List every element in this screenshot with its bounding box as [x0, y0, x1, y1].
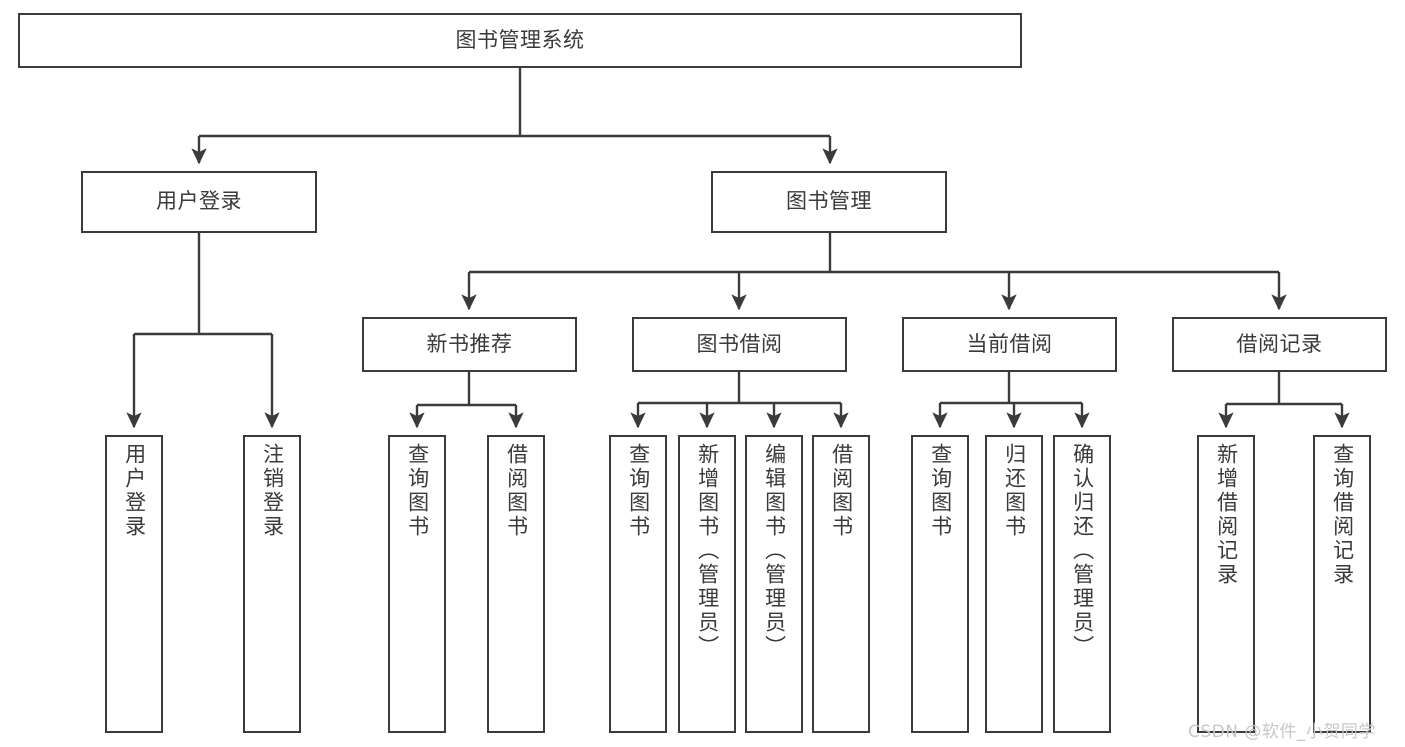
node-root-label: 图书管理系统 — [455, 27, 585, 52]
node-leaf-confirm-return[interactable]: 确认归还（管理员） — [1053, 435, 1111, 733]
node-leaf-edit-book[interactable]: 编辑图书（管理员） — [745, 435, 803, 733]
node-book-borrow[interactable]: 图书借阅 — [632, 317, 847, 372]
node-book-manage[interactable]: 图书管理 — [711, 171, 947, 233]
node-current-borrow[interactable]: 当前借阅 — [902, 317, 1117, 372]
node-leaf-return-book-label: 归还图书 — [1002, 443, 1027, 539]
node-leaf-borrow-book-1[interactable]: 借阅图书 — [487, 435, 545, 733]
node-leaf-borrow-book-2-label: 借阅图书 — [829, 443, 854, 539]
node-leaf-query-book-2-label: 查询图书 — [626, 443, 651, 539]
node-current-borrow-label: 当前借阅 — [966, 331, 1053, 356]
node-leaf-query-record[interactable]: 查询借阅记录 — [1313, 435, 1371, 733]
node-leaf-query-book-1[interactable]: 查询图书 — [388, 435, 446, 733]
node-leaf-borrow-book-1-label: 借阅图书 — [504, 443, 529, 539]
node-leaf-user-login[interactable]: 用户登录 — [105, 435, 163, 733]
node-leaf-return-book[interactable]: 归还图书 — [985, 435, 1043, 733]
node-leaf-user-logout[interactable]: 注销登录 — [243, 435, 301, 733]
node-book-borrow-label: 图书借阅 — [696, 331, 783, 356]
node-borrow-record-label: 借阅记录 — [1236, 331, 1323, 356]
node-borrow-record[interactable]: 借阅记录 — [1172, 317, 1387, 372]
node-root[interactable]: 图书管理系统 — [18, 13, 1022, 68]
node-leaf-query-record-label: 查询借阅记录 — [1330, 443, 1355, 587]
node-user-login[interactable]: 用户登录 — [81, 171, 317, 233]
node-leaf-add-record-label: 新增借阅记录 — [1214, 443, 1239, 587]
node-leaf-query-book-3[interactable]: 查询图书 — [911, 435, 969, 733]
node-leaf-borrow-book-2[interactable]: 借阅图书 — [812, 435, 870, 733]
node-book-manage-label: 图书管理 — [786, 189, 872, 214]
node-leaf-add-record[interactable]: 新增借阅记录 — [1197, 435, 1255, 733]
node-user-login-label: 用户登录 — [156, 189, 242, 214]
watermark: CSDN @软件_小贺同学 — [1188, 722, 1376, 742]
node-leaf-confirm-return-label: 确认归还（管理员） — [1070, 443, 1095, 659]
node-leaf-user-logout-label: 注销登录 — [260, 443, 285, 539]
node-leaf-query-book-1-label: 查询图书 — [405, 443, 430, 539]
node-leaf-edit-book-label: 编辑图书（管理员） — [762, 443, 787, 659]
node-leaf-add-book[interactable]: 新增图书（管理员） — [678, 435, 736, 733]
node-leaf-query-book-2[interactable]: 查询图书 — [609, 435, 667, 733]
node-leaf-add-book-label: 新增图书（管理员） — [695, 443, 720, 659]
node-leaf-user-login-label: 用户登录 — [122, 443, 147, 539]
node-new-book-rec[interactable]: 新书推荐 — [362, 317, 577, 372]
node-new-book-rec-label: 新书推荐 — [426, 331, 513, 356]
node-leaf-query-book-3-label: 查询图书 — [928, 443, 953, 539]
